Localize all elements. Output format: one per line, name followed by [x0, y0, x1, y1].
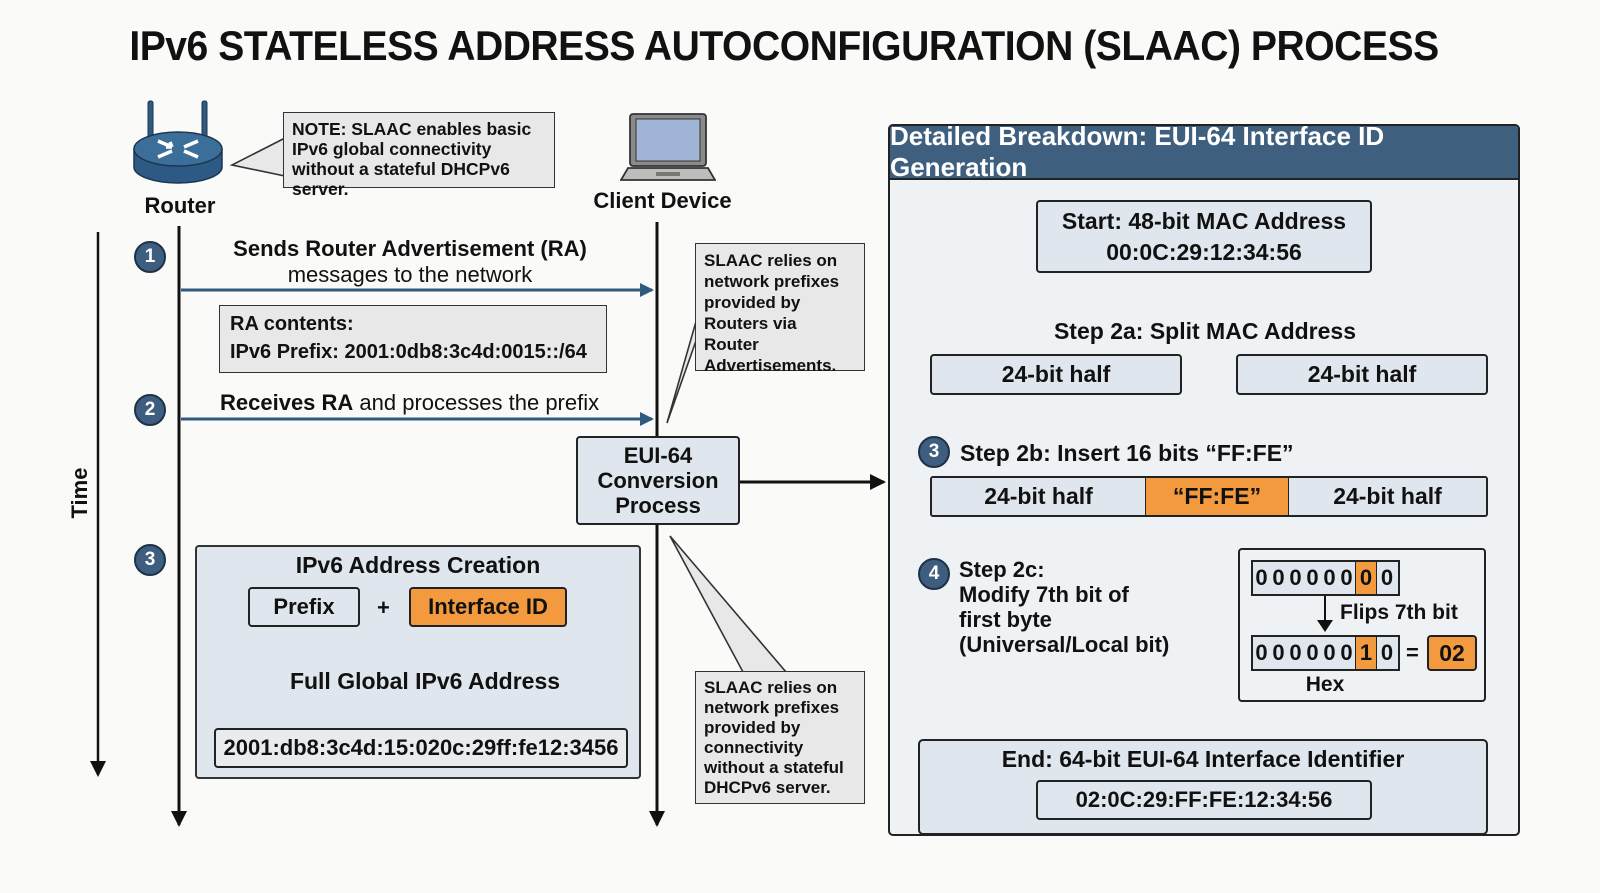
router-icon	[128, 97, 228, 189]
split-half-left: 24-bit half	[930, 354, 1182, 395]
eui64-conversion-box: EUI-64 Conversion Process	[576, 436, 740, 525]
step-2-text: Receives RA and processes the prefix	[220, 390, 640, 416]
router-label: Router	[144, 193, 216, 218]
ra-contents-label: RA contents:	[230, 313, 354, 335]
ra-contents-prefix: IPv6 Prefix: 2001:0db8:3c4d:0015::/64	[230, 341, 587, 363]
bit: 0	[1272, 640, 1285, 665]
time-axis-label: Time	[67, 467, 92, 519]
prefix-box: Prefix	[248, 587, 360, 627]
bit: 0	[1289, 640, 1302, 665]
step-2c-line-1: Modify 7th bit of	[959, 582, 1129, 607]
note-right-upper-tail	[666, 317, 698, 424]
end-title: End: 64-bit EUI-64 Interface Identifier	[1001, 746, 1405, 772]
note-slaac-right-lower: SLAAC relies on network prefixes provide…	[695, 671, 865, 804]
note-right-lower-tail	[669, 535, 788, 673]
flip-arrow	[1317, 596, 1333, 632]
flip-label: Flips 7th bit	[1340, 601, 1458, 624]
bit: 0	[1289, 565, 1302, 590]
step-2-title-rest: and processes the prefix	[353, 390, 600, 415]
assembled-half-right: 24-bit half	[1289, 478, 1486, 515]
address-creation-title: IPv6 Address Creation	[295, 552, 541, 578]
assembled-fffe: “FF:FE”	[1146, 478, 1289, 515]
step-badge-3: 3	[134, 544, 166, 576]
laptop-icon	[619, 112, 717, 186]
eui64-line-2: Conversion	[597, 468, 719, 493]
bit: 0	[1306, 565, 1319, 590]
bit: 0	[1323, 640, 1336, 665]
step-1-text: Sends Router Advertisement (RA) messages…	[190, 236, 630, 288]
equals-sign: =	[1406, 640, 1419, 665]
note-slaac-top: NOTE: SLAAC enables basic IPv6 global co…	[283, 112, 555, 199]
bit: 0	[1380, 640, 1394, 665]
bit: 0	[1323, 565, 1336, 590]
hex-value: 02	[1427, 635, 1477, 671]
start-mac-title: Start: 48-bit MAC Address	[1061, 207, 1347, 234]
step-2c-line-2: first byte	[959, 607, 1052, 632]
step-badge-2c: 4	[918, 558, 950, 590]
step-2-title-bold: Receives RA	[220, 390, 354, 415]
eui64-assembled-bar: 24-bit half “FF:FE” 24-bit half	[930, 476, 1488, 517]
step-1-subtitle: messages to the network	[287, 262, 533, 287]
assembled-half-left: 24-bit half	[932, 478, 1146, 515]
bit: 0	[1272, 565, 1285, 590]
page-title: IPv6 STATELESS ADDRESS AUTOCONFIGURATION…	[129, 22, 1439, 69]
step-2c-title: Step 2c:	[959, 557, 1045, 582]
bit: 0	[1255, 565, 1268, 590]
start-mac-box: Start: 48-bit MAC Address 00:0C:29:12:34…	[1036, 200, 1372, 273]
split-half-right: 24-bit half	[1236, 354, 1488, 395]
bit: 0	[1340, 565, 1353, 590]
bit-highlighted: 0	[1355, 562, 1377, 594]
start-mac-value: 00:0C:29:12:34:56	[1106, 238, 1302, 265]
note-slaac-right-upper: SLAAC relies on network prefixes provide…	[695, 243, 865, 375]
step-2c-text: Step 2c: Modify 7th bit of first byte (U…	[959, 557, 1169, 657]
eui64-line-1: EUI-64	[623, 443, 693, 468]
step-badge-2: 2	[134, 394, 166, 426]
step-1-title: Sends Router Advertisement (RA)	[233, 236, 587, 261]
bit: 0	[1340, 640, 1353, 665]
note-top-tail	[229, 136, 286, 177]
bit: 0	[1255, 640, 1268, 665]
hex-label: Hex	[1305, 673, 1345, 696]
interface-id-box: Interface ID	[409, 587, 567, 627]
ra-contents-note: RA contents: IPv6 Prefix: 2001:0db8:3c4d…	[219, 305, 607, 373]
plus-sign: +	[377, 595, 390, 620]
step-2c-line-3: (Universal/Local bit)	[959, 632, 1170, 657]
full-address-value: 2001:db8:3c4d:15:020c:29ff:fe12:3456	[214, 728, 628, 768]
step-2b-label: Step 2b: Insert 16 bits “FF:FE”	[960, 440, 1294, 466]
breakdown-header: Detailed Breakdown: EUI-64 Interface ID …	[890, 126, 1518, 182]
eui64-line-3: Process	[615, 493, 701, 518]
step-badge-2b: 3	[918, 436, 950, 468]
full-address-label: Full Global IPv6 Address	[289, 668, 561, 694]
step-badge-1: 1	[134, 241, 166, 273]
bit: 0	[1380, 565, 1394, 590]
end-interface-id-value: 02:0C:29:FF:FE:12:34:56	[1036, 780, 1372, 820]
bit: 0	[1306, 640, 1319, 665]
client-device-label: Client Device	[593, 188, 732, 213]
bit-highlighted: 1	[1355, 637, 1377, 669]
step-2a-label: Step 2a: Split MAC Address	[1053, 318, 1357, 344]
